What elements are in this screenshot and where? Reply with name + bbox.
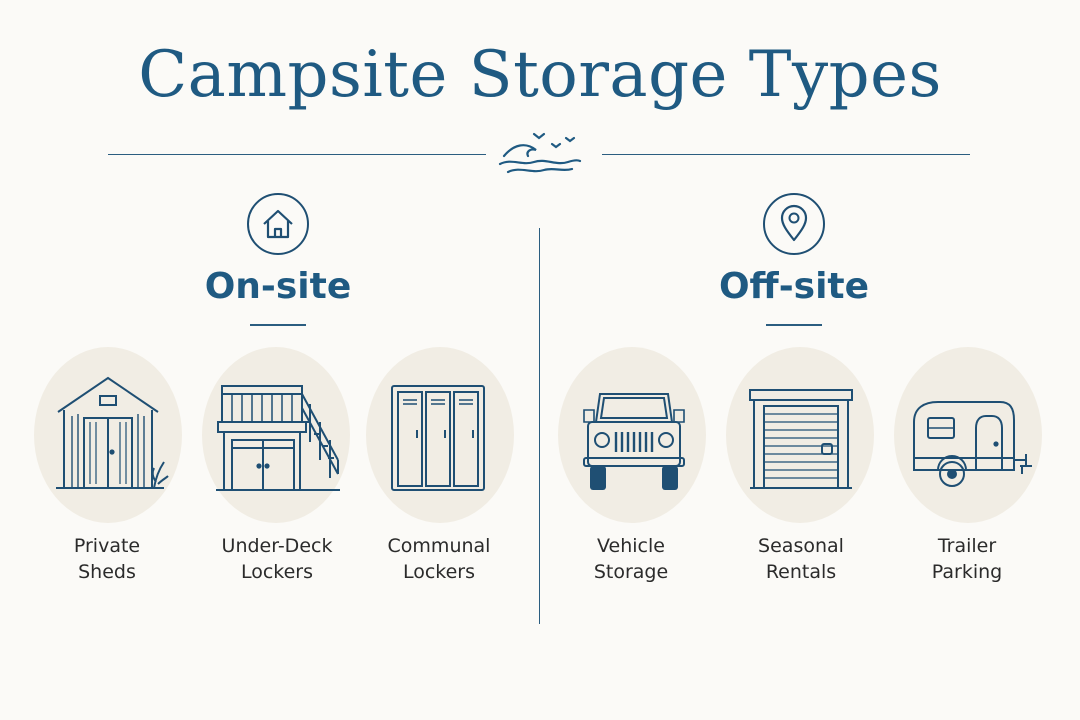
item-label: Under-Deck Lockers [221,535,333,583]
header-rule-left [108,154,486,155]
house-icon [247,193,309,255]
wave-birds-icon [498,132,582,174]
jeep-icon [583,393,685,490]
section-divider [539,228,540,624]
item-circle [894,347,1042,523]
page-title: Campsite Storage Types [138,38,942,112]
item-label: Communal Lockers [387,535,491,583]
locker-icon [391,385,485,491]
section-underline-offsite [766,324,822,326]
item-circle [366,347,514,523]
section-title-offsite: Off-site [718,266,870,307]
item-label: Seasonal Rentals [758,535,844,583]
item-circle [558,347,706,523]
item-label: Trailer Parking [931,535,1003,583]
under-deck-locker-icon [216,385,340,491]
location-pin-icon [763,193,825,255]
item-circle [726,347,874,523]
header-rule-right [602,154,970,155]
item-label: Vehicle Storage [593,535,669,583]
trailer-icon [913,401,1032,487]
section-underline-onsite [250,324,306,326]
section-title-onsite: On-site [204,266,352,307]
shed-icon [56,376,169,489]
storage-unit-icon [749,389,853,489]
item-label: Private Sheds [73,535,141,583]
